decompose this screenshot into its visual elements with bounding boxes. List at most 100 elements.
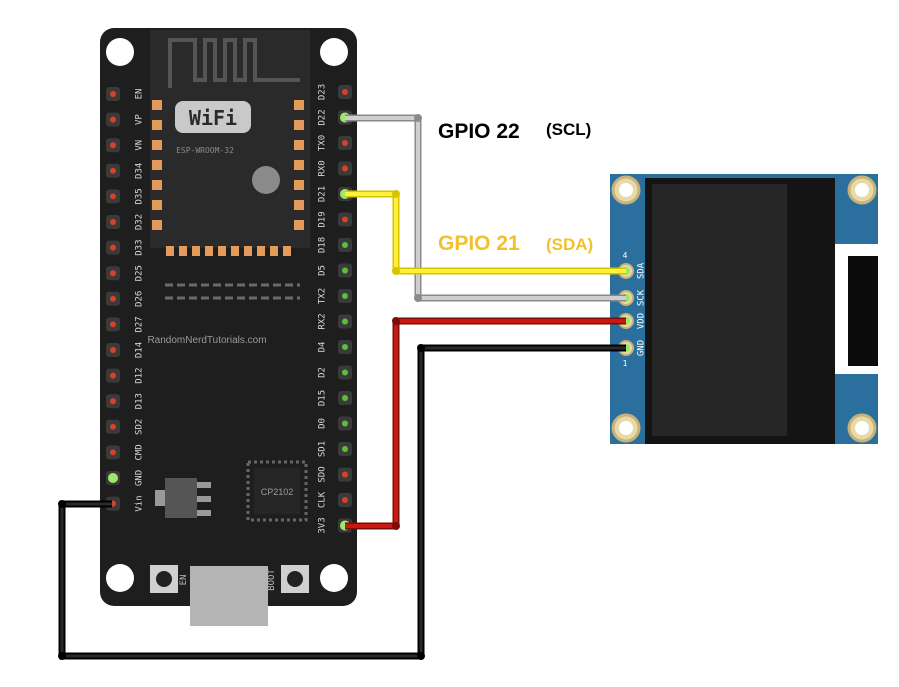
- left-pin-d26: D26: [106, 291, 145, 307]
- oled-pin-label: SDA: [637, 262, 647, 279]
- left-pin-vp: VP: [106, 112, 145, 127]
- right-header-pins: D23D22TX0RX0D21D19D18D5TX2RX2D4D2D15D0SD…: [318, 84, 352, 534]
- right-pin-d15: D15: [318, 390, 352, 406]
- left-pin-label: VN: [135, 140, 145, 151]
- left-pin-label: D26: [135, 291, 145, 307]
- sda-name-label: (SDA): [546, 235, 593, 254]
- left-pin-label: EN: [135, 89, 145, 100]
- left-pin-d13: D13: [106, 393, 145, 409]
- left-pin-label: D33: [135, 239, 145, 255]
- right-pin-d0: D0: [318, 416, 352, 431]
- right-pin-label: SD1: [318, 441, 328, 457]
- left-pin-en: EN: [106, 87, 145, 101]
- vcc-wire: [345, 317, 626, 530]
- right-pin-sd1: SD1: [318, 441, 352, 457]
- left-pin-d32: D32: [106, 214, 145, 230]
- right-pin-label: D19: [318, 211, 328, 227]
- left-pin-d35: D35: [106, 188, 145, 205]
- left-pin-vn: VN: [106, 138, 145, 153]
- right-pin-label: SDO: [318, 466, 328, 482]
- left-pin-d33: D33: [106, 239, 145, 256]
- usb-uart-chip: CP2102: [246, 460, 308, 522]
- left-pin-label: D34: [135, 163, 145, 179]
- right-pin-label: D4: [318, 342, 328, 353]
- left-pin-d12: D12: [106, 367, 145, 384]
- right-pin-label: RX0: [318, 160, 328, 176]
- en-button-label: EN: [179, 575, 189, 586]
- right-pin-label: D0: [318, 418, 328, 429]
- oled-screen: [652, 184, 787, 436]
- left-pin-label: SD2: [135, 419, 145, 435]
- usb-connector: [190, 566, 268, 626]
- module-shield: [150, 30, 310, 248]
- chip-label: CP2102: [261, 487, 294, 497]
- right-pin-label: D18: [318, 237, 328, 253]
- left-pin-cmd: CMD: [106, 444, 145, 461]
- oled-ribbon: [848, 256, 878, 366]
- left-pin-label: GND: [135, 470, 145, 486]
- oled-pin-number-top: 4: [623, 251, 628, 260]
- left-pin-label: D14: [135, 342, 145, 358]
- right-pin-label: D23: [318, 84, 328, 100]
- right-pin-label: TX2: [318, 288, 328, 304]
- right-pin-label: 3V3: [318, 517, 328, 533]
- right-pin-label: D2: [318, 367, 328, 378]
- left-pin-label: CMD: [135, 444, 145, 460]
- oled-pin-label: SCK: [637, 289, 647, 306]
- right-pin-label: D5: [318, 265, 328, 276]
- left-pin-gnd: GND: [106, 470, 145, 486]
- voltage-regulator: [155, 478, 211, 518]
- right-pin-d2: D2: [318, 365, 352, 380]
- right-pin-label: D15: [318, 390, 328, 406]
- left-pin-label: D25: [135, 265, 145, 281]
- left-pin-d14: D14: [106, 342, 145, 358]
- oled-pin-label: GND: [637, 340, 647, 356]
- left-pin-label: D35: [135, 188, 145, 204]
- website-text: RandomNerdTutorials.com: [147, 335, 266, 346]
- right-pin-d19: D19: [318, 211, 352, 228]
- left-pin-label: D12: [135, 367, 145, 383]
- scl-name-label: (SCL): [546, 120, 591, 139]
- left-pin-label: VP: [135, 114, 145, 125]
- left-pin-label: D27: [135, 316, 145, 332]
- wifi-badge: [175, 101, 251, 133]
- right-pin-d18: D18: [318, 237, 352, 253]
- esp32-board: WiFi ESP-WROOM-32 RandomNerdTutorials.co…: [100, 28, 357, 626]
- esp-wroom-module: WiFi ESP-WROOM-32: [150, 30, 310, 256]
- wires: [58, 114, 626, 660]
- wifi-logo-text: WiFi: [189, 106, 237, 130]
- right-pin-label: D22: [318, 109, 328, 125]
- right-pin-label: RX2: [318, 313, 328, 329]
- right-pin-label: TX0: [318, 135, 328, 151]
- scl-gpio-label: GPIO 22: [438, 120, 520, 143]
- boot-button: BOOT: [267, 565, 309, 593]
- module-name: ESP-WROOM-32: [176, 146, 234, 155]
- right-pin-tx2: TX2: [318, 288, 352, 304]
- left-pin-d34: D34: [106, 163, 145, 179]
- right-pin-sdo: SDO: [318, 466, 352, 483]
- right-pin-d23: D23: [318, 84, 352, 100]
- board-silkscreen: [165, 283, 300, 300]
- mount-hole-top-right: [320, 38, 348, 66]
- oled-pin-label: VDD: [637, 313, 647, 329]
- sda-gpio-label: GPIO 21: [438, 232, 520, 255]
- left-pin-label: D32: [135, 214, 145, 230]
- oled-display: SDA SCK VDD GND 4 1: [610, 174, 880, 444]
- left-pin-label: Vin: [135, 495, 145, 511]
- right-pin-d4: D4: [318, 340, 352, 354]
- mount-hole-top-left: [106, 38, 134, 66]
- antenna-trace: [168, 38, 300, 88]
- right-pin-label: D21: [318, 186, 328, 202]
- left-pin-d25: D25: [106, 265, 145, 281]
- right-pin-rx2: RX2: [318, 313, 352, 330]
- oled-pin-number-bottom: 1: [623, 359, 628, 368]
- mount-hole-bottom-right: [320, 564, 348, 592]
- mount-hole-bottom-left: [106, 564, 134, 592]
- right-pin-label: CLK: [318, 491, 328, 508]
- right-pin-tx0: TX0: [318, 135, 352, 151]
- left-header-pins: EN VP VN D34D35D32D33D25D26D27D14D12D13SD2C…: [106, 87, 145, 512]
- espressif-logo-icon: [252, 166, 280, 194]
- left-pin-label: D13: [135, 393, 145, 409]
- right-pin-clk: CLK: [318, 491, 352, 508]
